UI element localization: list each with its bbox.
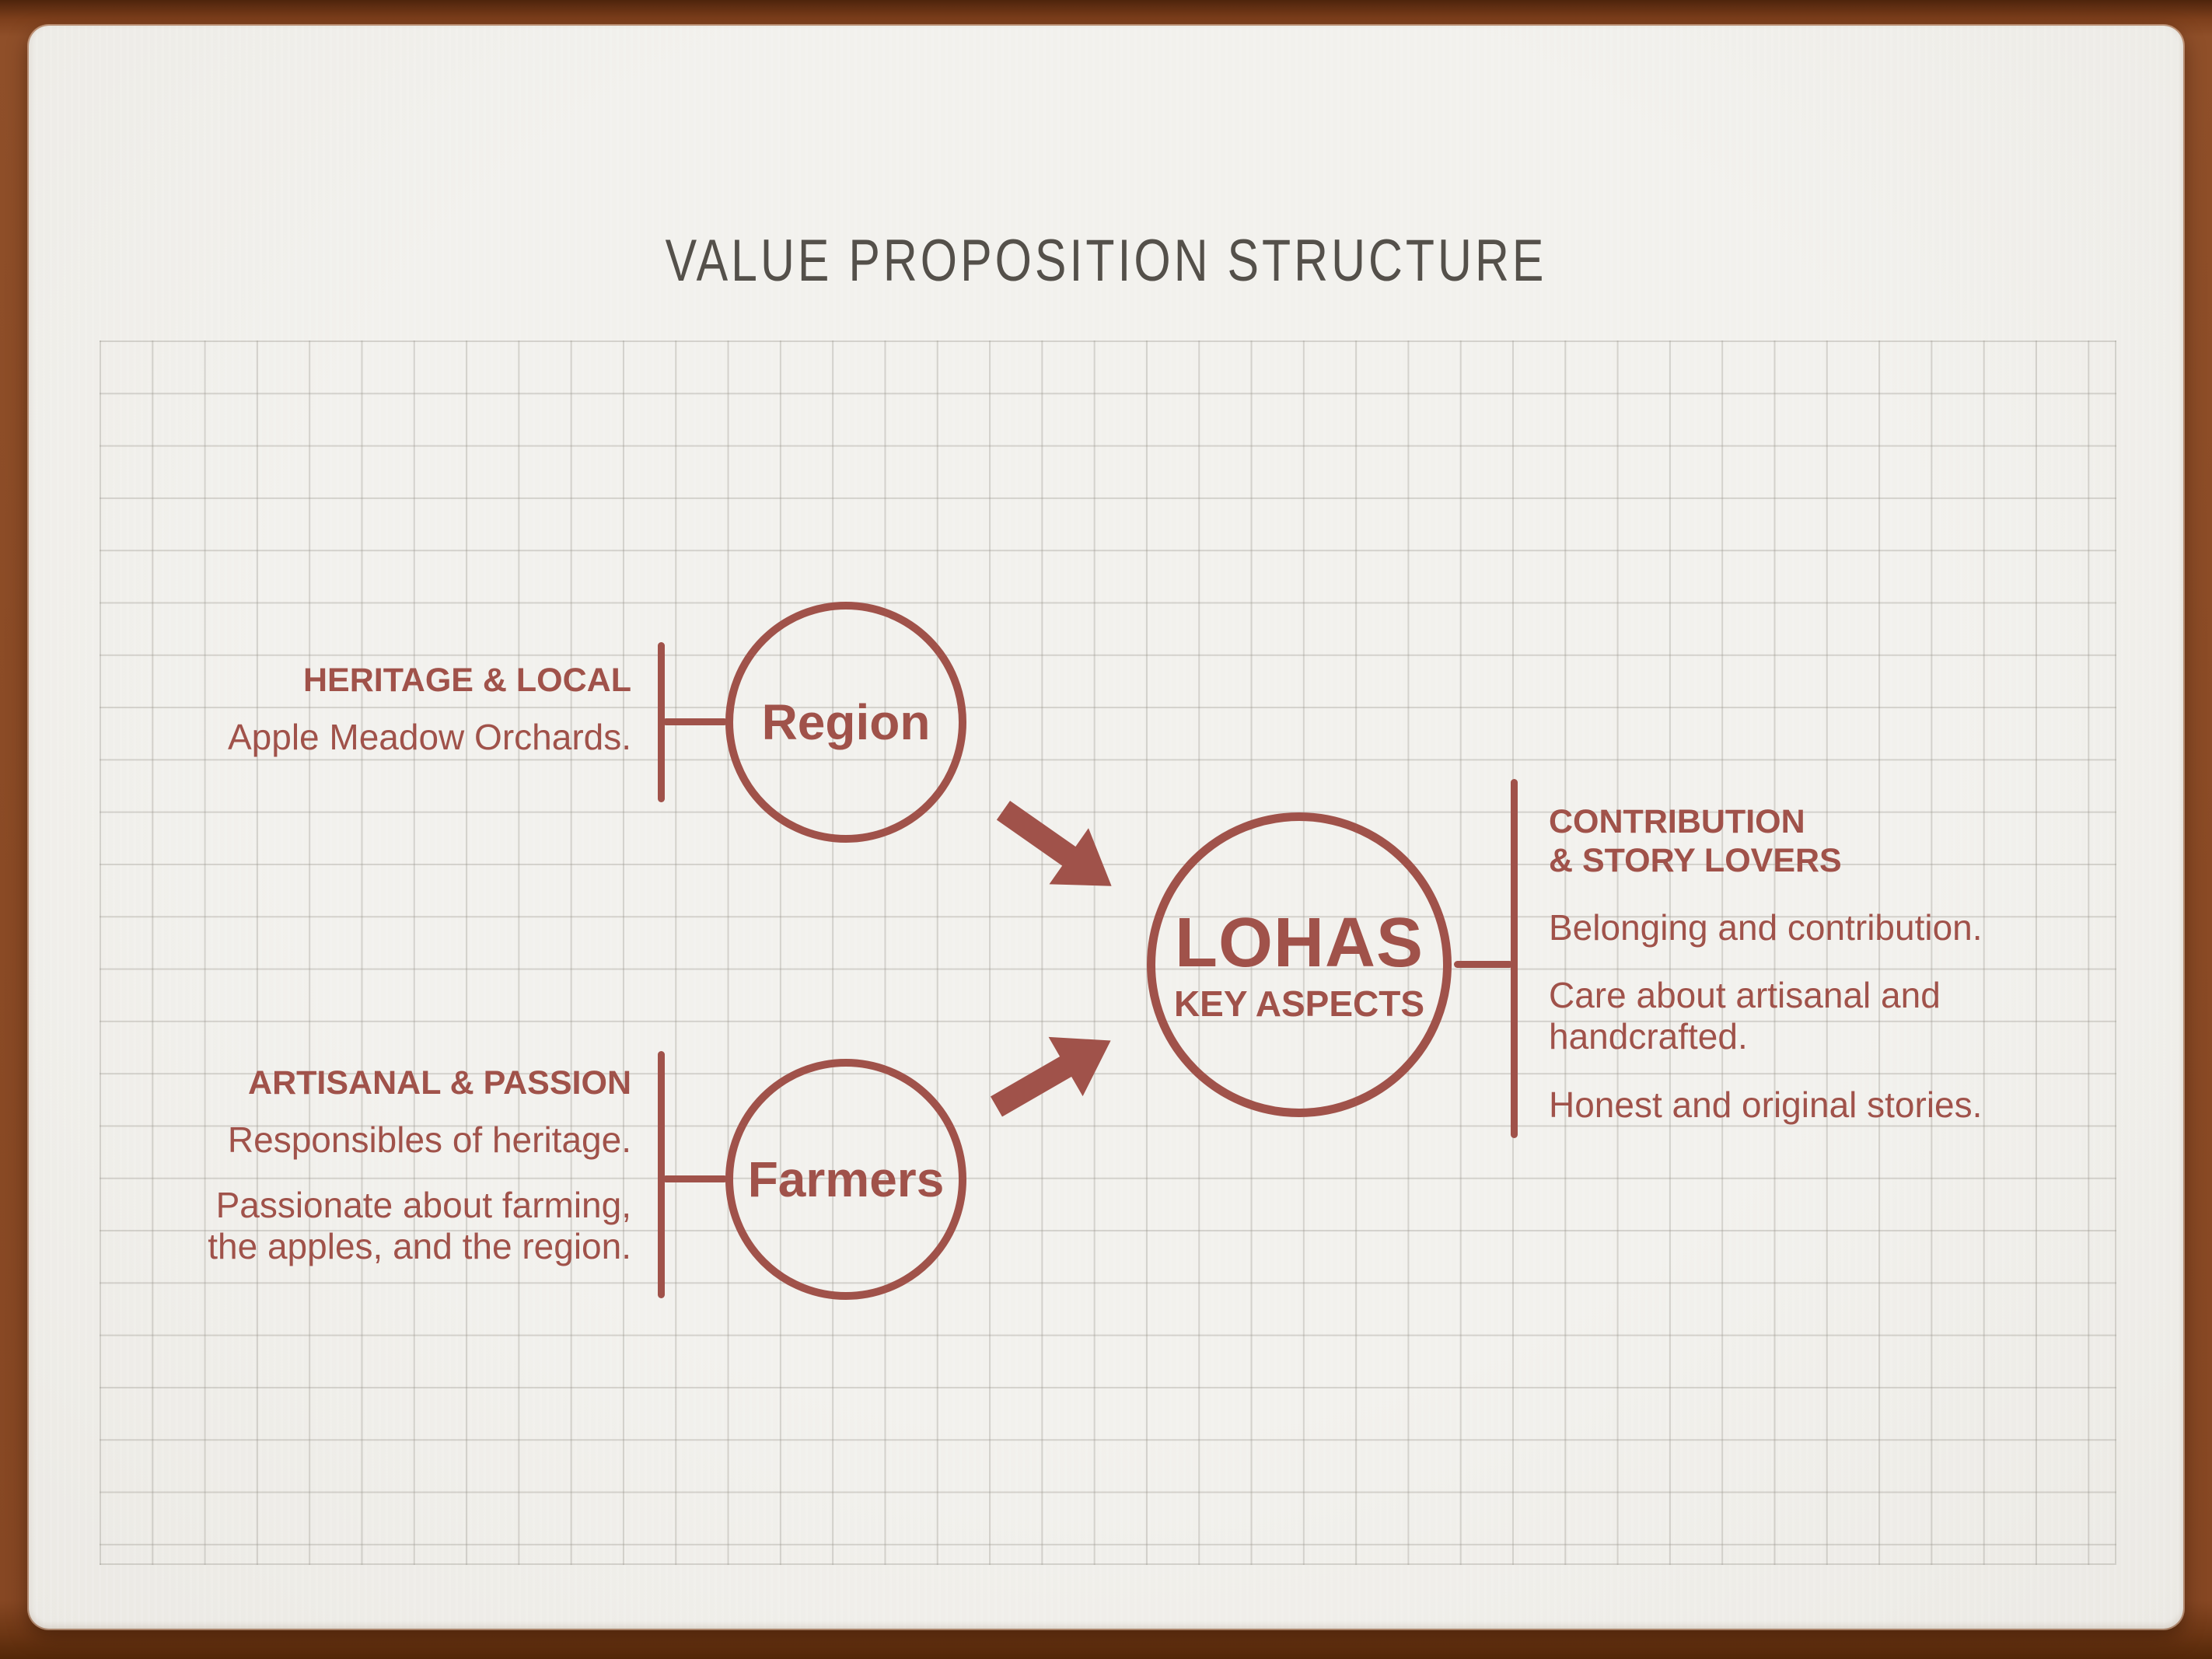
region-callout-tick-line (662, 718, 728, 725)
callout-artisanal-passion: ARTISANAL & PASSION Responsibles of heri… (187, 1064, 631, 1267)
node-lohas-sublabel: KEY ASPECTS (1173, 983, 1425, 1024)
slide-title: VALUE PROPOSITION STRUCTURE (665, 228, 1547, 294)
lohas-callout-bracket-line (1511, 779, 1518, 1138)
node-farmers-circle: Farmers (725, 1059, 966, 1300)
callout-heritage-local: HERITAGE & LOCAL Apple Meadow Orchards. (187, 661, 631, 759)
farmers-to-lohas-arrow (979, 1011, 1128, 1137)
node-region-circle: Region (725, 602, 966, 843)
node-lohas-label: LOHAS (1175, 904, 1424, 982)
slide (29, 26, 2183, 1629)
callout-heritage-line: Apple Meadow Orchards. (227, 717, 631, 758)
node-region-label: Region (761, 694, 931, 750)
callout-contribution-line-1: Belonging and contribution. (1549, 906, 1983, 948)
region-to-lohas-arrow (984, 781, 1132, 914)
callout-heritage-heading: HERITAGE & LOCAL (302, 662, 631, 699)
callout-contribution-story-lovers: CONTRIBUTION & STORY LOVERS Belonging an… (1549, 802, 2109, 1126)
region-callout-bracket-line (658, 642, 665, 802)
callout-artisanal-line-2: Passionate about farming, the apples, an… (208, 1184, 631, 1267)
arrow-up-right-icon (990, 1036, 1111, 1117)
grid-background (100, 341, 2116, 1565)
lohas-callout-tick-line (1454, 961, 1513, 968)
node-lohas-circle: LOHAS KEY ASPECTS (1147, 812, 1452, 1117)
callout-contribution-line-2: Care about artisanal and handcrafted. (1549, 974, 1941, 1057)
callout-contribution-line-3: Honest and original stories. (1549, 1084, 1983, 1125)
farmers-callout-tick-line (662, 1175, 728, 1182)
arrow-down-right-icon (996, 800, 1112, 886)
node-farmers-label: Farmers (747, 1151, 945, 1207)
callout-artisanal-line-1: Responsibles of heritage. (227, 1119, 631, 1161)
farmers-callout-bracket-line (658, 1051, 665, 1298)
callout-artisanal-heading: ARTISANAL & PASSION (248, 1064, 631, 1102)
callout-contribution-heading: CONTRIBUTION & STORY LOVERS (1549, 803, 1842, 880)
